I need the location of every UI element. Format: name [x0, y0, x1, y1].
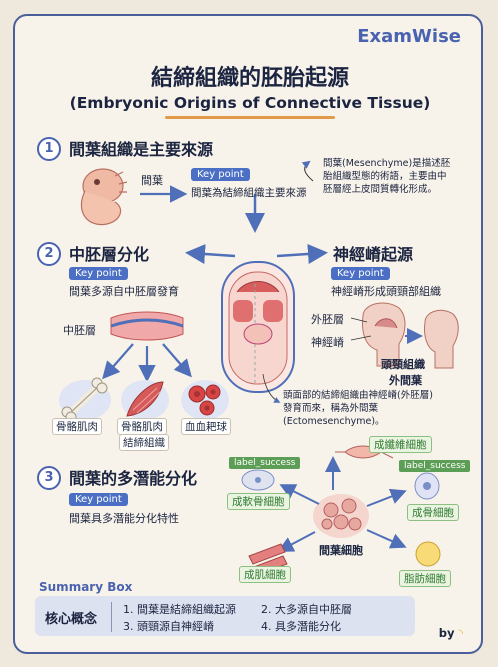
- byline-text: by: [438, 626, 455, 640]
- section-2-number: 2: [37, 242, 61, 266]
- mesenchymal-cells-illustration: [313, 494, 369, 538]
- head-neck-tissue-label: 頭頸組織: [381, 358, 425, 371]
- label-success-2: label_success: [399, 460, 471, 472]
- summary-item-4: 4. 具多潛能分化: [261, 620, 341, 633]
- summary-heading: 核心概念: [45, 612, 98, 627]
- title-underline: [165, 116, 335, 119]
- bone-illustration: [59, 377, 111, 423]
- summary-divider: [111, 602, 112, 632]
- mesenchyme-note-3: 胚層經上皮間質轉化形成。: [323, 184, 438, 195]
- embryo-illustration: [80, 168, 128, 226]
- adipocyte-label: 脂肪細胞: [399, 570, 451, 587]
- section-3-title: 間葉的多潛能分化: [69, 469, 198, 488]
- section-2-key-text: 間葉多源自中胚層發育: [69, 285, 179, 298]
- muscle-illustration: [121, 380, 169, 420]
- summary-box: [35, 596, 415, 636]
- mesenchyme-note-1: 間葉(Mesenchyme)是描述胚: [323, 158, 451, 169]
- page-title: 結締組織的胚胎起源: [150, 66, 349, 91]
- chondroblast-label: 成軟骨細胞: [227, 493, 290, 510]
- section-1-number: 1: [37, 137, 61, 161]
- skeletal-muscle-label-1: 骨骼肌肉: [52, 418, 102, 435]
- neural-crest-label: 神經嵴: [311, 336, 344, 349]
- summary-item-2: 2. 大多源自中胚層: [261, 603, 352, 616]
- summary-item-3: 3. 頭頸源自神經嵴: [123, 620, 214, 633]
- connective-tissue-label: 結締組織: [119, 434, 169, 451]
- myoblast-label: 成肌細胞: [239, 566, 291, 583]
- ectomesenchyme-label: 外間葉: [389, 374, 422, 387]
- mesenchymal-cell-label: 間葉細胞: [319, 544, 363, 557]
- key-point-badge-4: Key point: [69, 493, 128, 506]
- mesenchyme-label: 間葉: [141, 174, 163, 187]
- skeletal-muscle-label-2: 骨骼肌肉: [117, 418, 167, 435]
- summary-title: Summary Box: [39, 580, 133, 594]
- ectomesenchyme-note-2: 發育而來，稱為外間葉: [283, 403, 379, 414]
- mesoderm-label: 中胚層: [63, 324, 96, 337]
- ectomesenchyme-note-3: (Ectomesenchyme)。: [283, 416, 385, 427]
- ectomesenchyme-note-1: 頭面部的結締組織由神經嵴(外胚層): [283, 390, 433, 401]
- fibroblast-label: 成纖維細胞: [369, 436, 432, 453]
- blood-cells-illustration: [181, 380, 229, 420]
- neural-crest-title: 神經嵴起源: [333, 245, 414, 264]
- section-2-title: 中胚層分化: [69, 245, 150, 264]
- key-point-badge-3: Key point: [331, 267, 390, 280]
- brand-logo: ExamWise: [357, 26, 461, 47]
- key-point-badge-2: Key point: [69, 267, 128, 280]
- page-subtitle: (Embryonic Origins of Connective Tissue): [69, 94, 431, 112]
- head-neck-illustration: [362, 302, 459, 369]
- label-success-1: label_success: [229, 457, 301, 469]
- adipocyte-icon: [415, 541, 441, 567]
- ectoderm-label: 外胚層: [311, 313, 344, 326]
- neural-tube-cross-section: [221, 261, 295, 393]
- summary-item-1: 1. 間葉是結締組織起源: [123, 603, 236, 616]
- key-point-badge-1: Key point: [191, 168, 250, 181]
- byline: by ◝: [439, 626, 463, 640]
- section-1-title: 間葉組織是主要來源: [69, 140, 214, 159]
- osteoblast-label: 成骨細胞: [407, 504, 459, 521]
- infographic-card: ExamWise 結締組織的胚胎起源 (Embryonic Origins of…: [13, 14, 483, 654]
- section-3-number: 3: [37, 466, 61, 490]
- section-1-key-text: 間葉為結締組織主要來源: [191, 187, 307, 199]
- mesenchyme-note-2: 胎組織型態的術語，主要由中: [323, 171, 447, 182]
- mesoderm-illustration: [110, 311, 184, 341]
- neural-crest-key-text: 神經嵴形成頭頸部組織: [331, 285, 441, 298]
- banana-icon: ◝: [458, 626, 463, 640]
- blood-target-cells-label: 血血耙球: [181, 418, 231, 435]
- section-3-key-text: 間葉具多潛能分化特性: [69, 512, 179, 525]
